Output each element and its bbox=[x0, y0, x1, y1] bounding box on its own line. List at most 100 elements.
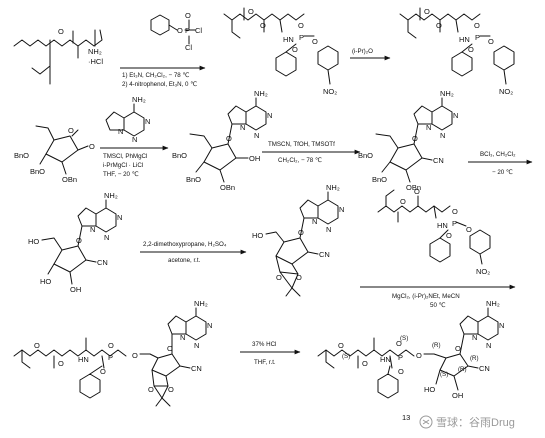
step-3-condition-2: i-PrMgCl · LiCl bbox=[103, 162, 143, 169]
step-1: 1) Et₃N, CH₂Cl₂, − 78 ℃ 2) 4-nitrophenol… bbox=[120, 65, 206, 88]
phosphorus: P bbox=[398, 353, 403, 362]
molecule-phosphoramidate-reagent: O O HN P O O O NO₂ bbox=[377, 187, 491, 276]
stereo-label-5: (R) bbox=[458, 366, 467, 373]
acetonide-o-2: O bbox=[168, 385, 174, 394]
3-oh: HO bbox=[424, 385, 435, 394]
molecule-protected-prodrug: O O HN P O O O NH₂ N N N O O O CN bbox=[13, 299, 212, 407]
nitrile: CN bbox=[433, 156, 444, 165]
compound-number: 13 bbox=[402, 413, 410, 422]
step-5-condition-2: − 20 ℃ bbox=[492, 169, 513, 176]
step-3-condition-3: THF, − 20 ℃ bbox=[103, 171, 139, 178]
molecule-phenyl-dichlorophosphate: O P Cl Cl O bbox=[150, 11, 202, 52]
phosphorus: P bbox=[475, 33, 480, 42]
amine-label: NH₂ bbox=[88, 47, 102, 56]
5-obn: BnO bbox=[358, 151, 373, 160]
step-4: TMSCN, TfOH, TMSOTf CH₂Cl₂, − 78 ℃ bbox=[262, 141, 361, 164]
molecule-phosphoramidate-resolved: O O HN P O O O NO₂ bbox=[399, 7, 515, 96]
n-2: N bbox=[254, 131, 259, 140]
nitrile: CN bbox=[191, 364, 202, 373]
n-1: N bbox=[499, 321, 504, 330]
amine-label: NH₂ bbox=[486, 299, 500, 308]
molecule-ribonolactone: BnO BnO OBn O O bbox=[14, 125, 95, 184]
stereo-label-1: (S) bbox=[342, 353, 350, 360]
ring-oxygen: O bbox=[226, 134, 232, 143]
stereo-label-4: (S) bbox=[440, 371, 448, 378]
phenoxy-oxygen: O bbox=[292, 45, 298, 54]
nh-label: HN bbox=[283, 35, 294, 44]
n-2: N bbox=[132, 135, 137, 144]
amine-label: NH₂ bbox=[440, 89, 454, 98]
n-1: N bbox=[339, 205, 344, 214]
n-2: N bbox=[486, 341, 491, 350]
step-2-condition-1: (i-Pr)₂O bbox=[352, 48, 373, 55]
phosphorus: P bbox=[108, 353, 113, 362]
3-obn: BnO bbox=[372, 175, 387, 184]
molecule-free-nucleoside: NH₂ N N N O HO HO OH CN bbox=[28, 191, 122, 294]
3-obn: BnO bbox=[30, 167, 45, 176]
amine-label: NH₂ bbox=[104, 191, 118, 200]
ester-oxygen: O bbox=[58, 27, 64, 36]
acetonide-o-1: O bbox=[148, 385, 154, 394]
phosphoryl-oxygen: O bbox=[474, 21, 480, 30]
aryl-oxygen: O bbox=[177, 26, 183, 35]
ester-oxygen: O bbox=[400, 197, 406, 206]
nh-label: HN bbox=[380, 355, 391, 364]
amine-label: NH₂ bbox=[326, 183, 340, 192]
5-oh: HO bbox=[28, 237, 39, 246]
step-7-condition-1: MgCl₂, (i-Pr)₂NEt, MeCN bbox=[392, 293, 460, 300]
molecule-lactol-adduct: NH₂ N N N O BnO BnO OBn OH bbox=[172, 89, 272, 192]
watermark-text: 雪球：谷雨Drug bbox=[436, 415, 515, 429]
phosphoryl-oxygen: O bbox=[298, 21, 304, 30]
step-6-condition-2: acetone, r.t. bbox=[168, 257, 201, 264]
amine-label: NH₂ bbox=[132, 95, 146, 104]
stereo-label-3: (R) bbox=[432, 342, 441, 349]
5-oh: HO bbox=[252, 231, 263, 240]
ester-oxygen: O bbox=[338, 341, 344, 350]
molecule-acetonide-nucleoside: NH₂ N N N O HO O O CN bbox=[252, 183, 344, 297]
n-bridgehead: N bbox=[180, 333, 185, 342]
phosphorus: P bbox=[299, 33, 304, 42]
step-7-condition-2: 50 ℃ bbox=[430, 302, 446, 309]
molecule-remdesivir: O O HN P O O O NH₂ N N N O HO OH CN (S) … bbox=[317, 299, 504, 422]
phosphoryl-oxygen: O bbox=[185, 11, 191, 20]
2-oh: OH bbox=[70, 285, 81, 294]
ring-oxygen: O bbox=[76, 236, 82, 245]
n-2: N bbox=[440, 131, 445, 140]
step-8-condition-2: THF, r.t. bbox=[254, 359, 276, 366]
ring-oxygen: O bbox=[298, 228, 304, 237]
n-bridgehead: N bbox=[118, 127, 123, 136]
chlorine-2: Cl bbox=[185, 43, 192, 52]
nitrophenoxy-oxygen: O bbox=[312, 37, 318, 46]
5-obn: BnO bbox=[14, 151, 29, 160]
2-oh: OH bbox=[452, 391, 463, 400]
anomeric-oh: OH bbox=[249, 154, 260, 163]
stereo-label-2: (S) bbox=[400, 335, 408, 342]
step-4-condition-1: TMSCN, TfOH, TMSOTf bbox=[268, 141, 335, 148]
ester-oxygen: O bbox=[248, 7, 254, 16]
ester-oxygen: O bbox=[34, 341, 40, 350]
bridging-oxygen: O bbox=[132, 351, 138, 360]
step-2: (i-Pr)₂O bbox=[350, 48, 391, 61]
hcl-label: ·HCl bbox=[88, 57, 103, 66]
nitrile: CN bbox=[319, 250, 330, 259]
carbonyl-oxygen: O bbox=[260, 21, 266, 30]
phosphoryl-oxygen: O bbox=[452, 207, 458, 216]
ester-oxygen: O bbox=[424, 7, 430, 16]
nitro-group: NO₂ bbox=[323, 87, 337, 96]
step-8: 37% HCl THF, r.t. bbox=[240, 341, 301, 366]
ring-oxygen: O bbox=[68, 126, 74, 135]
step-7: MgCl₂, (i-Pr)₂NEt, MeCN 50 ℃ bbox=[360, 284, 516, 309]
watermark: 雪球：谷雨Drug bbox=[419, 415, 515, 429]
n-bridgehead: N bbox=[472, 333, 477, 342]
2-obn: OBn bbox=[62, 175, 77, 184]
carbonyl-oxygen: O bbox=[414, 187, 420, 196]
bridging-oxygen: O bbox=[416, 351, 422, 360]
phosphoryl-oxygen: O bbox=[396, 339, 402, 348]
step-5-condition-1: BCl₃, CH₂Cl₂ bbox=[480, 151, 516, 158]
step-1-condition-1: 1) Et₃N, CH₂Cl₂, − 78 ℃ bbox=[122, 72, 189, 79]
molecule-cyano-nucleoside-benzyl: NH₂ N N N O BnO BnO OBn CN bbox=[358, 89, 458, 192]
amine-label: NH₂ bbox=[194, 299, 208, 308]
n-bridgehead: N bbox=[426, 123, 431, 132]
5-obn: BnO bbox=[172, 151, 187, 160]
amine-label: NH₂ bbox=[254, 89, 268, 98]
